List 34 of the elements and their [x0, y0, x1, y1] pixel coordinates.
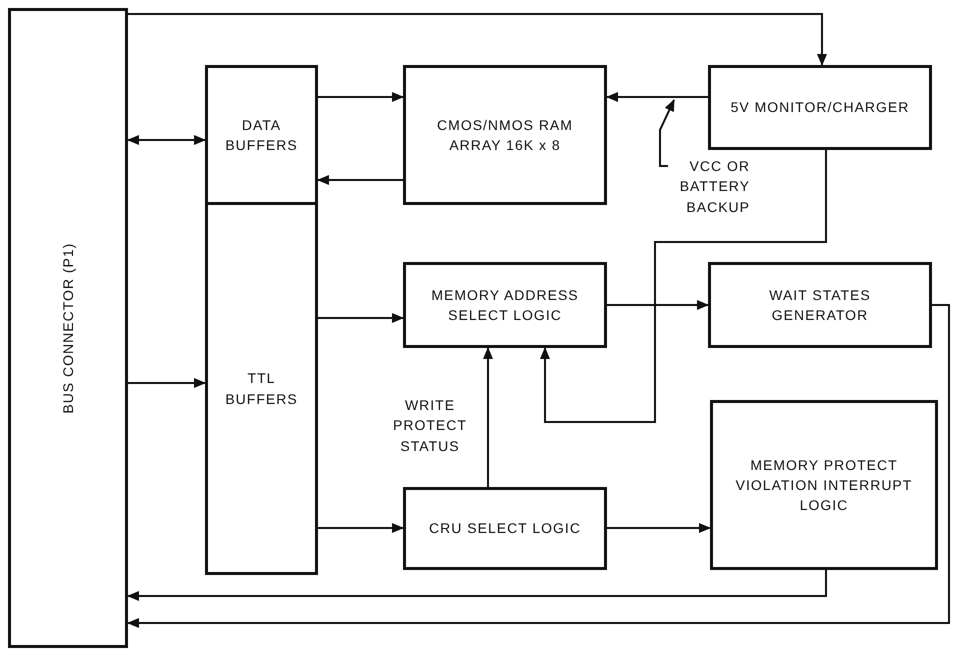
block-box [710, 400, 938, 570]
block-label: 5V MONITOR/CHARGER [730, 98, 910, 118]
arrow [540, 150, 827, 423]
block-label: WAIT STATES GENERATOR [768, 286, 872, 325]
block-box [403, 487, 607, 570]
arrow [606, 92, 708, 102]
block-label: TTL BUFFERS [224, 369, 299, 408]
arrow [483, 347, 493, 487]
block-label: CRU SELECT LOGIC [429, 519, 581, 538]
connector-label: BUS CONNECTOR (P1) [58, 242, 77, 416]
arrow [318, 92, 404, 102]
arrow [318, 523, 404, 533]
arrow [128, 13, 827, 66]
block-label: CMOS/NMOS RAM ARRAY 16K x 8 [436, 116, 574, 155]
block-box [708, 65, 932, 150]
note-text: VCC OR BATTERY BACKUP [680, 158, 750, 215]
arrow [127, 135, 206, 145]
block-label: MEMORY ADDRESS SELECT LOGIC [430, 286, 580, 325]
block-box [708, 262, 932, 348]
block-box [205, 202, 318, 575]
arrow [607, 523, 711, 533]
arrow [317, 175, 403, 185]
block-box [403, 262, 607, 348]
block-box [403, 65, 607, 205]
block-label: MEMORY PROTECT VIOLATION INTERRUPT LOGIC [734, 456, 914, 516]
leader-line [659, 99, 675, 167]
arrow [318, 313, 404, 323]
arrow [127, 570, 827, 601]
arrow [128, 378, 206, 388]
arrow [607, 300, 709, 310]
block-box [205, 65, 318, 205]
arrow [127, 304, 950, 628]
block-label: DATA BUFFERS [224, 116, 299, 155]
bus-connector-box [8, 8, 128, 648]
